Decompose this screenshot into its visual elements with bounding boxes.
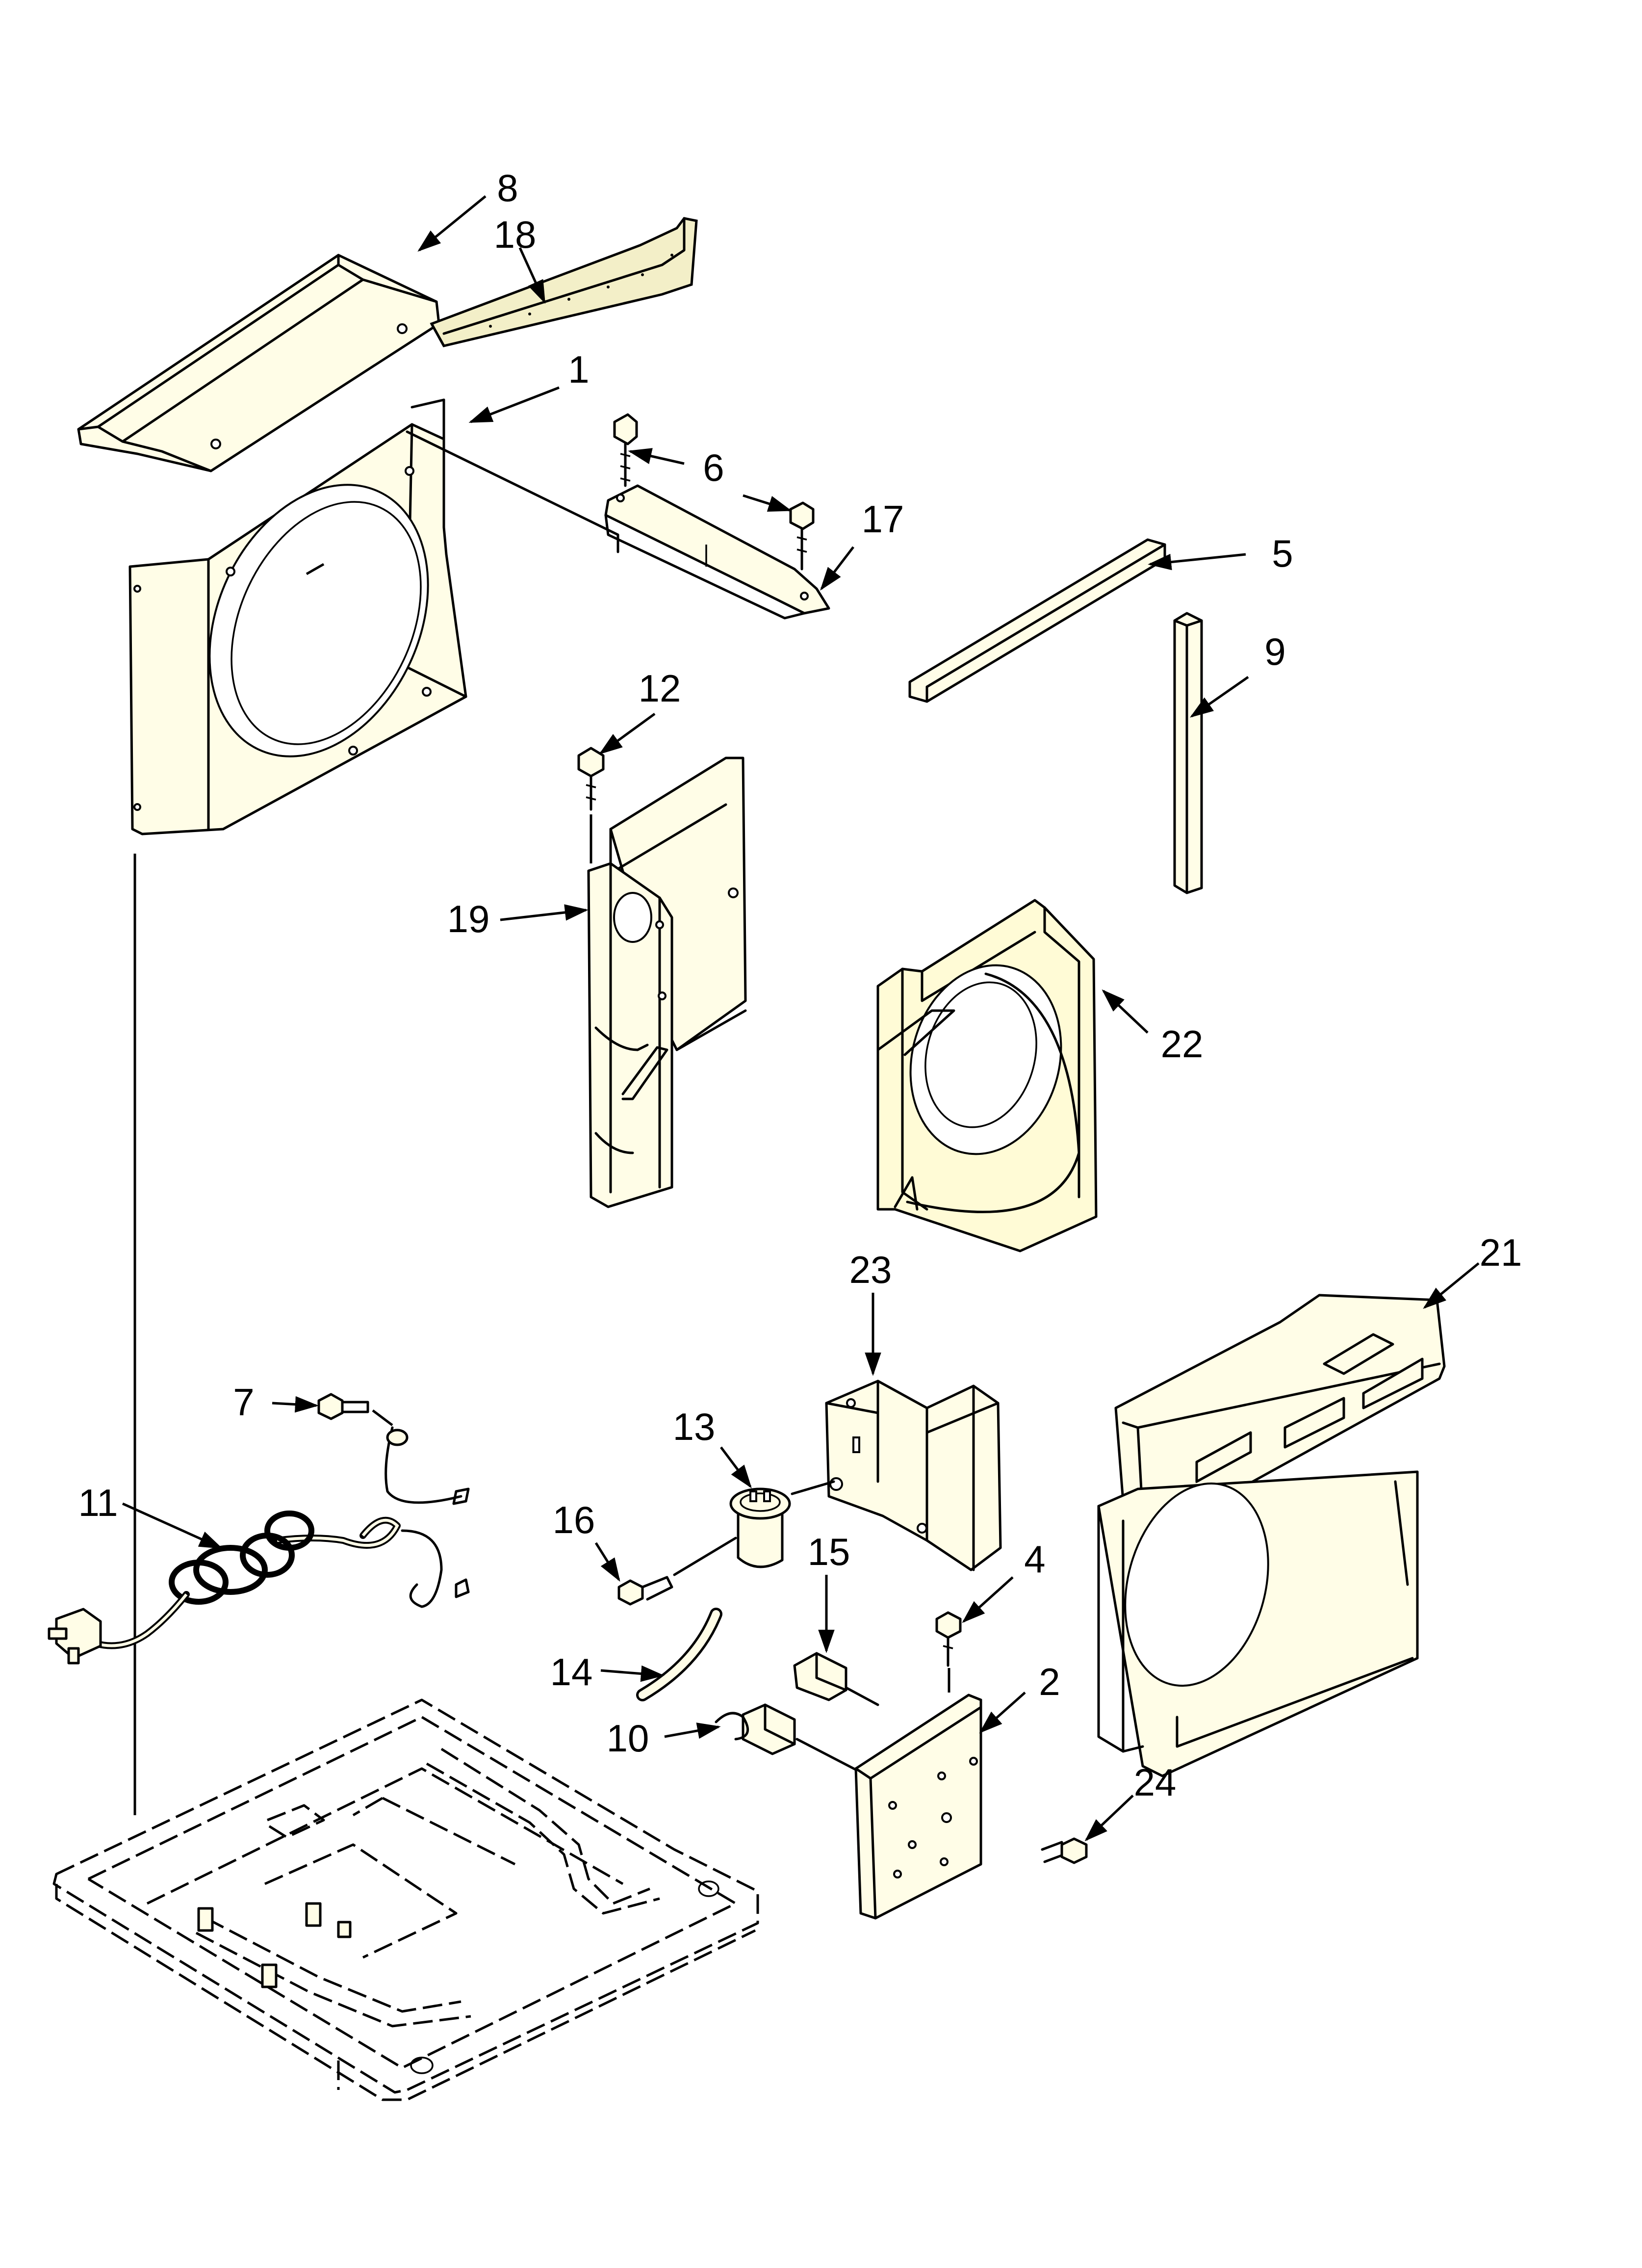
callout-17: 17 [862,497,904,541]
callout-11: 11 [78,1481,118,1524]
part-14-tube[interactable] [636,1608,722,1701]
part-7-screw[interactable] [317,1393,393,1426]
part-23-control-box[interactable] [825,1380,1002,1571]
callout-5: 5 [1272,532,1293,575]
leader-arrows [122,195,1480,1842]
callout-8: 8 [497,166,518,209]
part-11-power-cord[interactable] [48,1426,470,1665]
callout-19: 19 [447,897,490,940]
callout-1: 1 [568,348,589,391]
part-5-strip[interactable] [908,538,1166,703]
callout-18: 18 [494,213,537,256]
part-17-bracket[interactable] [604,484,830,620]
part-18-foam-strip[interactable] [430,217,698,347]
shroud-leader-line [306,563,325,575]
base-pan-dashed [52,1698,759,2101]
part-6-screw[interactable] [613,413,638,487]
callout-7: 7 [233,1381,254,1424]
callout-16: 16 [553,1498,595,1541]
callout-9: 9 [1264,630,1285,673]
part-22-scroll-housing[interactable] [876,899,1098,1252]
part-19-control-bracket[interactable] [587,756,747,1208]
part-9-vertical-strip[interactable] [1173,612,1203,894]
part-4-screw[interactable] [935,1611,962,1693]
part-10-switch[interactable] [715,1703,865,1775]
part-13-capacitor[interactable] [673,1480,835,1576]
part-6-screw-b[interactable] [789,501,815,571]
callout-4: 4 [1024,1538,1045,1581]
callout-6: 6 [703,446,724,489]
callout-23: 23 [849,1248,892,1291]
part-1-fan-shroud[interactable] [128,398,619,835]
callout-21: 21 [1480,1231,1522,1274]
callout-22: 22 [1161,1022,1204,1066]
callout-10: 10 [607,1717,649,1760]
part-2-mounting-plate[interactable] [854,1694,982,1920]
callout-13: 13 [673,1405,716,1448]
callout-2: 2 [1039,1660,1060,1703]
part-24-screw[interactable] [1041,1837,1088,1864]
part-15-clip[interactable] [793,1652,879,1706]
part-16-screw[interactable] [617,1576,673,1606]
part-21-front-housing[interactable] [1097,1294,1446,1777]
part-8-top-channel[interactable] [77,254,440,472]
callout-24: 24 [1134,1761,1177,1804]
part-12-screw[interactable] [577,747,605,863]
callout-15: 15 [808,1530,850,1573]
callout-14: 14 [550,1650,593,1694]
callout-12: 12 [639,667,681,710]
